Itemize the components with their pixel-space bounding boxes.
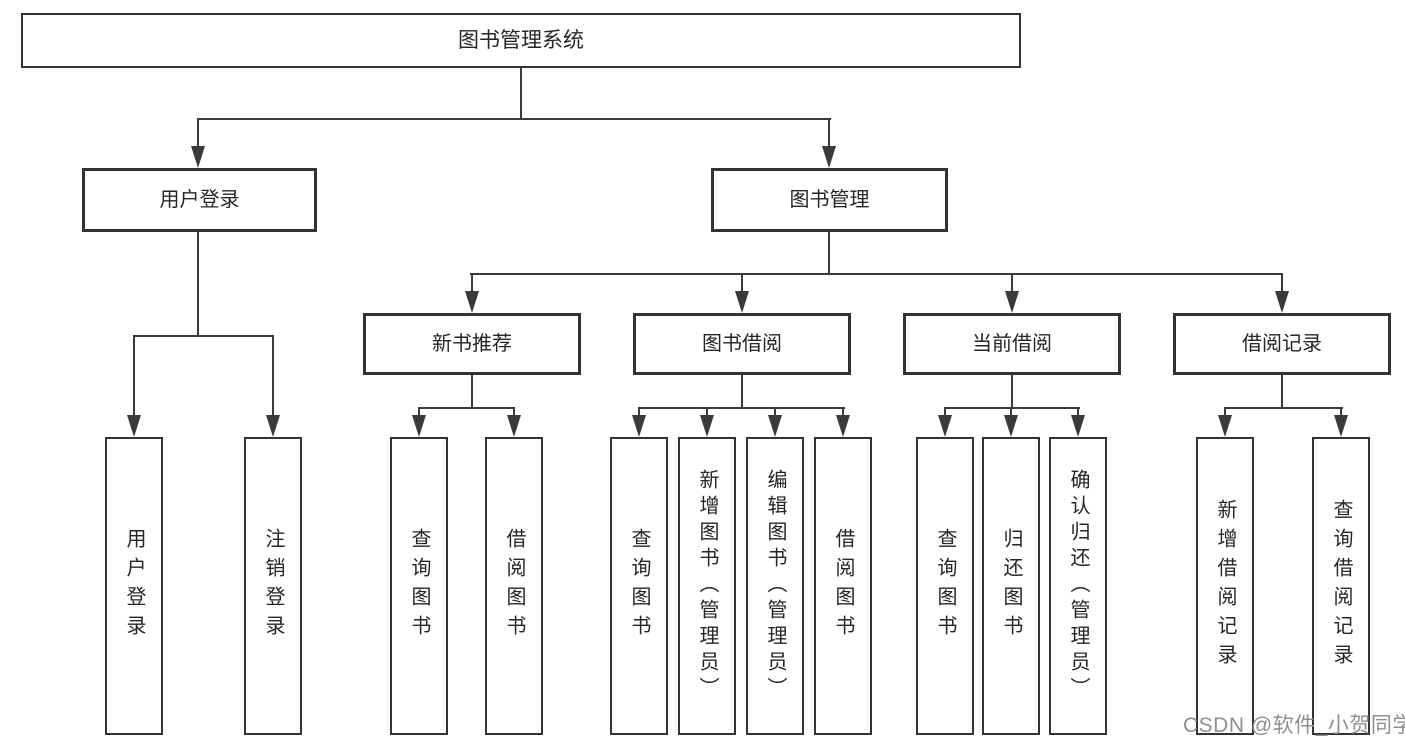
node-borrow-records-label: 借阅记录 bbox=[1242, 333, 1322, 355]
arrow-down-icon bbox=[1004, 415, 1018, 437]
arrow-down-icon bbox=[768, 415, 782, 437]
connector-drop-leaf bbox=[418, 407, 420, 419]
connector-user-login-branch bbox=[133, 335, 274, 337]
connector-drop-leaf bbox=[842, 407, 844, 419]
arrow-down-icon bbox=[266, 415, 280, 437]
arrow-down-icon bbox=[1005, 291, 1019, 313]
arrow-down-icon bbox=[465, 291, 479, 313]
arrow-down-icon bbox=[1218, 415, 1232, 437]
connector-root-stem bbox=[520, 68, 522, 119]
node-new-book: 新书推荐 bbox=[363, 313, 581, 375]
node-current-borrow-label: 当前借阅 bbox=[972, 333, 1052, 355]
leaf-add-borrow-record: 新增借阅记录 bbox=[1196, 437, 1254, 735]
connector-drop-borrow-records bbox=[1281, 273, 1283, 293]
leaf-label: 新增借阅记录 bbox=[1214, 499, 1236, 673]
node-root: 图书管理系统 bbox=[21, 13, 1021, 68]
node-book-borrow: 图书借阅 bbox=[633, 313, 851, 375]
connector-drop-book-mgmt bbox=[828, 118, 830, 150]
connector-drop-book-borrow bbox=[741, 273, 743, 293]
node-root-label: 图书管理系统 bbox=[458, 29, 584, 52]
arrow-down-icon bbox=[938, 415, 952, 437]
node-user-login: 用户登录 bbox=[82, 168, 317, 232]
leaf-label: 查询图书 bbox=[628, 528, 650, 644]
connector-current-borrow-stem bbox=[1011, 375, 1013, 409]
connector-drop-current-borrow bbox=[1011, 273, 1013, 293]
leaf-label: 借阅图书 bbox=[832, 528, 854, 644]
connector-borrow-records-branch bbox=[1224, 407, 1343, 409]
connector-user-login-stem bbox=[197, 232, 199, 337]
connector-drop-leaf bbox=[774, 407, 776, 419]
leaf-label: 新增图书（管理员） bbox=[696, 469, 718, 703]
leaf-label: 确认归还（管理员） bbox=[1067, 469, 1089, 703]
leaf-edit-book-admin: 编辑图书（管理员） bbox=[746, 437, 804, 735]
connector-drop-leaf bbox=[1010, 407, 1012, 419]
arrow-down-icon bbox=[412, 415, 426, 437]
arrow-down-icon bbox=[507, 415, 521, 437]
node-borrow-records: 借阅记录 bbox=[1173, 313, 1391, 375]
node-book-mgmt: 图书管理 bbox=[711, 168, 948, 232]
node-book-mgmt-label: 图书管理 bbox=[789, 189, 870, 211]
leaf-borrow-books-1: 借阅图书 bbox=[485, 437, 543, 735]
connector-drop-user-login bbox=[197, 118, 199, 150]
connector-drop-leaf bbox=[1340, 407, 1342, 419]
connector-drop-leaf bbox=[133, 335, 135, 417]
leaf-query-borrow-record: 查询借阅记录 bbox=[1312, 437, 1370, 735]
leaf-query-books-1: 查询图书 bbox=[390, 437, 448, 735]
connector-borrow-records-stem bbox=[1281, 375, 1283, 409]
connector-new-book-branch bbox=[418, 407, 515, 409]
connector-drop-leaf bbox=[1224, 407, 1226, 419]
leaf-user-login: 用户登录 bbox=[105, 437, 163, 735]
node-new-book-label: 新书推荐 bbox=[432, 333, 512, 355]
node-book-borrow-label: 图书借阅 bbox=[702, 333, 782, 355]
connector-book-borrow-branch bbox=[638, 407, 845, 409]
leaf-borrow-books-2: 借阅图书 bbox=[814, 437, 872, 735]
arrow-down-icon bbox=[191, 146, 205, 168]
arrow-down-icon bbox=[836, 415, 850, 437]
leaf-label: 用户登录 bbox=[123, 528, 145, 644]
arrow-down-icon bbox=[735, 291, 749, 313]
connector-drop-leaf bbox=[272, 335, 274, 417]
arrow-down-icon bbox=[822, 146, 836, 168]
connector-drop-leaf bbox=[513, 407, 515, 419]
connector-current-borrow-branch bbox=[944, 407, 1080, 409]
leaf-label: 查询图书 bbox=[934, 528, 956, 644]
leaf-add-book-admin: 新增图书（管理员） bbox=[678, 437, 736, 735]
arrow-down-icon bbox=[127, 415, 141, 437]
arrow-down-icon bbox=[632, 415, 646, 437]
connector-drop-leaf bbox=[706, 407, 708, 419]
connector-root-branch bbox=[197, 118, 831, 120]
connector-book-mgmt-branch bbox=[470, 273, 1283, 275]
arrow-down-icon bbox=[1275, 291, 1289, 313]
leaf-query-books-3: 查询图书 bbox=[916, 437, 974, 735]
node-current-borrow: 当前借阅 bbox=[903, 313, 1121, 375]
leaf-query-books-2: 查询图书 bbox=[610, 437, 668, 735]
arrow-down-icon bbox=[1334, 415, 1348, 437]
connector-new-book-stem bbox=[471, 375, 473, 409]
leaf-return-books: 归还图书 bbox=[982, 437, 1040, 735]
leaf-label: 查询图书 bbox=[408, 528, 430, 644]
connector-drop-leaf bbox=[944, 407, 946, 419]
leaf-label: 注销登录 bbox=[262, 528, 284, 644]
connector-drop-new-book bbox=[471, 273, 473, 293]
connector-drop-leaf bbox=[1077, 407, 1079, 419]
node-user-login-label: 用户登录 bbox=[159, 189, 240, 211]
leaf-label: 借阅图书 bbox=[503, 528, 525, 644]
connector-book-borrow-stem bbox=[741, 375, 743, 409]
csdn-watermark: CSDN @软件_小贺同学 bbox=[1183, 714, 1405, 737]
arrow-down-icon bbox=[1071, 415, 1085, 437]
leaf-confirm-return-admin: 确认归还（管理员） bbox=[1049, 437, 1107, 735]
connector-drop-leaf bbox=[638, 407, 640, 419]
leaf-label: 编辑图书（管理员） bbox=[764, 469, 786, 703]
connector-book-mgmt-stem bbox=[828, 232, 830, 275]
leaf-logout: 注销登录 bbox=[244, 437, 302, 735]
leaf-label: 归还图书 bbox=[1000, 528, 1022, 644]
leaf-label: 查询借阅记录 bbox=[1330, 499, 1352, 673]
arrow-down-icon bbox=[700, 415, 714, 437]
